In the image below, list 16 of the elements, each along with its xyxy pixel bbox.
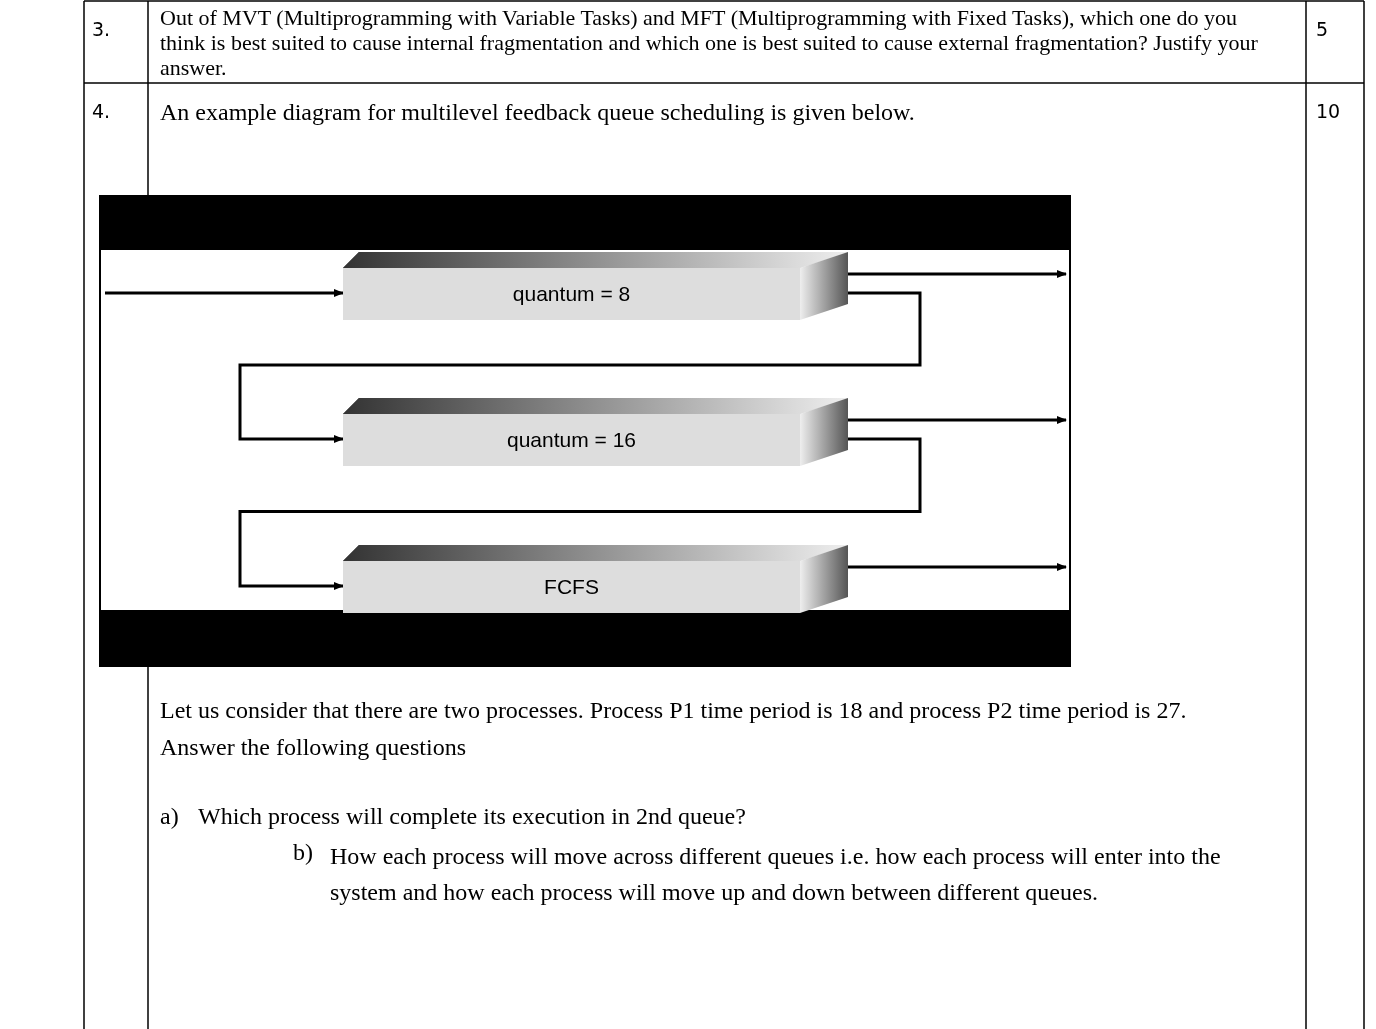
arrow xyxy=(238,437,922,590)
question-text: Out of MVT (Multiprogramming with Variable Tasks) and MFT (Multiprogramming with Fixed Tasks), which one do you think is best suited to cause internal fragmentation and which one is best suited to cause external fragmentation? Justify your answer. xyxy=(160,5,1259,80)
arrow xyxy=(238,291,922,443)
question-text: An example diagram for multilevel feedback queue scheduling is given below. xyxy=(160,98,916,126)
question-text: How each process will move across different queues i.e. how each process will enter into the system and how each process will move up and down between different queues. xyxy=(330,842,1222,907)
marks: 5 xyxy=(1316,18,1330,40)
item-number: 4. xyxy=(92,100,112,122)
list-marker: b) xyxy=(293,838,314,866)
list-marker: a) xyxy=(160,802,180,830)
paragraph-text: Let us consider that there are two processes. Process P1 time period is 18 and process P2 time period is 27. Answer the following questions xyxy=(160,696,1188,762)
question-text: Which process will complete its execution in 2nd queue? xyxy=(198,802,747,830)
arrow xyxy=(848,270,1067,278)
arrow xyxy=(848,416,1067,424)
item-number: 3. xyxy=(92,18,112,40)
arrow xyxy=(105,289,344,297)
marks: 10 xyxy=(1316,100,1342,122)
